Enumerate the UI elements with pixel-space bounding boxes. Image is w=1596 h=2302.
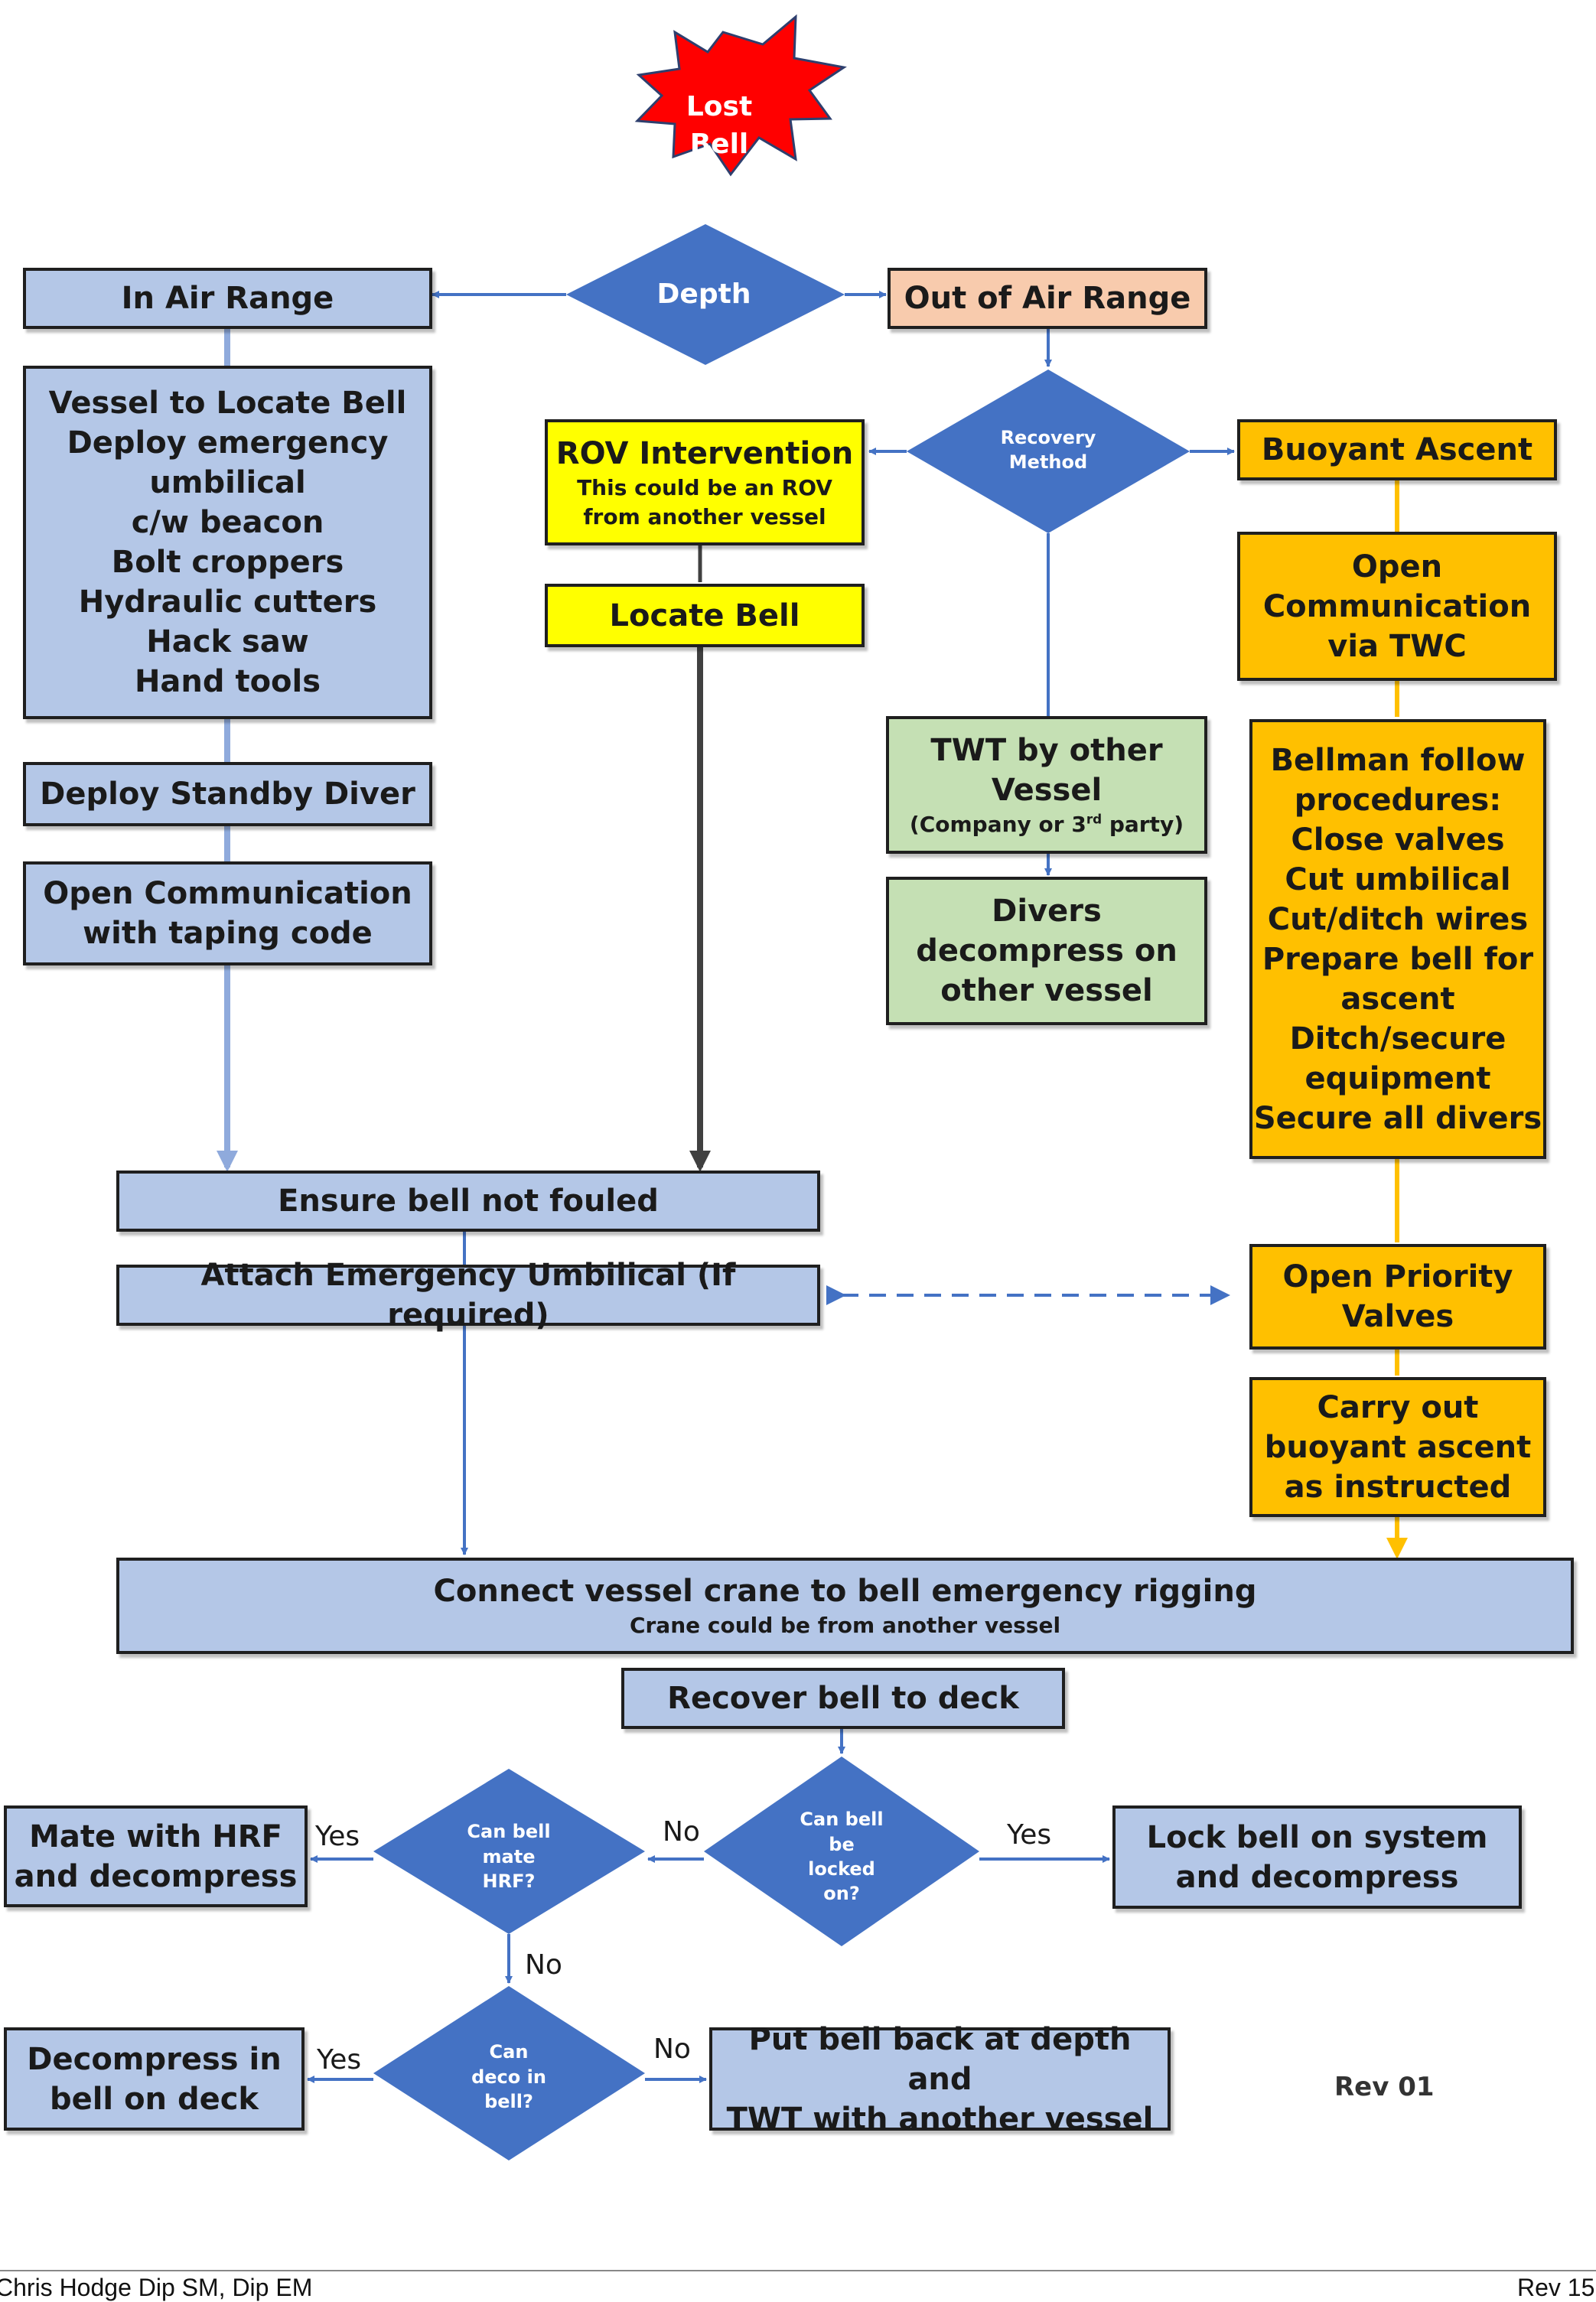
attach-emergency-umbilical-box: Attach Emergency Umbilical (If required)	[116, 1258, 820, 1333]
connect-crane-box: Connect vessel crane to bell emergency r…	[116, 1558, 1574, 1654]
can-deco-diamond	[373, 1986, 645, 2160]
buoyant-ascent-box: Buoyant Ascent	[1237, 419, 1557, 480]
twt-subtext: (Company or 3rd party)	[909, 811, 1184, 838]
lost-bell-line-1: Lost	[686, 91, 753, 123]
bellman-procedures-box: Bellman follow procedures: Close valves …	[1249, 719, 1546, 1159]
depth-diamond	[566, 224, 845, 365]
can-locked-label: Can bell be locked on?	[800, 1809, 884, 1905]
open-comm-twc-box: Open Communication via TWC	[1237, 532, 1557, 681]
mate-with-hrf-box: Mate with HRF and decompress	[4, 1805, 308, 1907]
deco-yes-label: Yes	[317, 2044, 362, 2076]
can-mate-diamond	[373, 1769, 645, 1934]
mate-no-label: No	[525, 1949, 562, 1981]
carry-out-ascent-box: Carry out buoyant ascent as instructed	[1249, 1377, 1546, 1517]
can-deco-label: Can deco in bell?	[471, 2041, 546, 2113]
locked-no-label: No	[663, 1816, 700, 1848]
locked-yes-label: Yes	[1007, 1819, 1052, 1851]
open-comm-taping-box: Open Communication with taping code	[23, 861, 432, 965]
lost-bell-star	[634, 14, 847, 177]
depth-label: Depth	[656, 278, 751, 310]
can-mate-label: Can bell mate HRF?	[467, 1821, 551, 1893]
divers-decompress-box: Divers decompress on other vessel	[886, 877, 1207, 1025]
lost-bell-label: Lost Bell	[658, 91, 780, 161]
recovery-method-diamond	[907, 370, 1190, 533]
put-bell-back-box: Put bell back at depth and TWT with anot…	[709, 2022, 1171, 2137]
lock-bell-system-box: Lock bell on system and decompress	[1112, 1805, 1522, 1909]
decompress-in-bell-box: Decompress in bell on deck	[4, 2027, 305, 2131]
out-of-air-range-box: Out of Air Range	[888, 268, 1207, 329]
recover-bell-to-deck-box: Recover bell to deck	[621, 1668, 1065, 1729]
locate-bell-box: Locate Bell	[545, 584, 865, 647]
rev-01-label: Rev 01	[1334, 2072, 1435, 2102]
rov-intervention-box: ROV Intervention This could be an ROV fr…	[545, 419, 865, 545]
twt-other-vessel-box: TWT by other Vessel (Company or 3rd part…	[886, 716, 1207, 854]
mate-yes-label: Yes	[315, 1821, 360, 1852]
lost-bell-line-2: Bell	[689, 129, 749, 160]
can-locked-diamond	[704, 1757, 979, 1946]
rov-title: ROV Intervention	[555, 435, 854, 471]
deco-no-label: No	[653, 2033, 691, 2065]
footer-revision: Rev 15	[1517, 2274, 1595, 2301]
recovery-method-label: Recovery Method	[1000, 426, 1096, 473]
ensure-bell-not-fouled-box: Ensure bell not fouled	[116, 1171, 820, 1232]
footer-author: Chris Hodge Dip SM, Dip EM	[0, 2274, 313, 2301]
deploy-standby-diver-box: Deploy Standby Diver	[23, 762, 432, 826]
vessel-locate-bell-box: Vessel to Locate Bell Deploy emergency u…	[23, 366, 432, 719]
in-air-range-box: In Air Range	[23, 268, 432, 329]
open-priority-valves-box: Open Priority Valves	[1249, 1244, 1546, 1350]
